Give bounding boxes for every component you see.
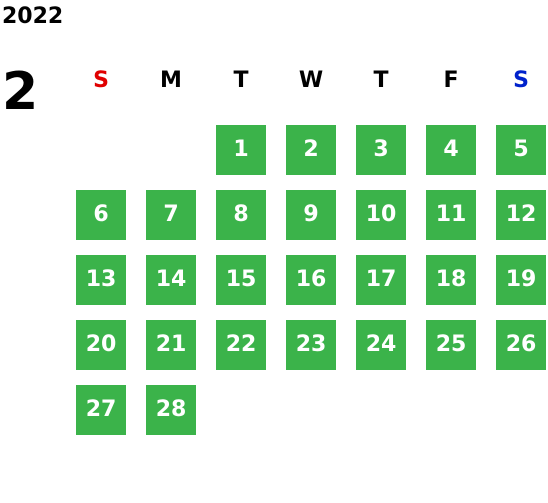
day-cell[interactable]: 8 xyxy=(216,190,266,240)
weekday-label: M xyxy=(160,68,182,93)
weekday-label: S xyxy=(513,68,529,93)
day-cell[interactable]: 14 xyxy=(146,255,196,305)
weekday-label: T xyxy=(373,68,389,93)
weekday-label: T xyxy=(233,68,249,93)
day-cell[interactable]: 9 xyxy=(286,190,336,240)
day-cell[interactable]: 11 xyxy=(426,190,476,240)
day-cell[interactable]: 22 xyxy=(216,320,266,370)
day-cell[interactable]: 12 xyxy=(496,190,546,240)
day-cell[interactable]: 25 xyxy=(426,320,476,370)
day-cell[interactable]: 17 xyxy=(356,255,406,305)
day-cell[interactable]: 16 xyxy=(286,255,336,305)
day-cell[interactable]: 1 xyxy=(216,125,266,175)
day-cell[interactable]: 10 xyxy=(356,190,406,240)
weekday-label: S xyxy=(93,68,109,93)
day-cell[interactable]: 23 xyxy=(286,320,336,370)
day-cell[interactable]: 24 xyxy=(356,320,406,370)
day-cell[interactable]: 26 xyxy=(496,320,546,370)
day-cell[interactable]: 28 xyxy=(146,385,196,435)
day-cell[interactable]: 13 xyxy=(76,255,126,305)
weekday-label: W xyxy=(298,68,324,93)
day-cell[interactable]: 6 xyxy=(76,190,126,240)
day-cell[interactable]: 7 xyxy=(146,190,196,240)
day-cell[interactable]: 15 xyxy=(216,255,266,305)
day-cell[interactable]: 19 xyxy=(496,255,546,305)
day-cell[interactable]: 18 xyxy=(426,255,476,305)
day-cell[interactable]: 2 xyxy=(286,125,336,175)
day-cell[interactable]: 3 xyxy=(356,125,406,175)
day-cell[interactable]: 27 xyxy=(76,385,126,435)
month-label: 2 xyxy=(2,62,39,122)
day-cell[interactable]: 21 xyxy=(146,320,196,370)
day-cell[interactable]: 20 xyxy=(76,320,126,370)
weekday-label: F xyxy=(443,68,459,93)
day-cell[interactable]: 5 xyxy=(496,125,546,175)
day-cell[interactable]: 4 xyxy=(426,125,476,175)
year-label: 2022 xyxy=(2,4,64,29)
